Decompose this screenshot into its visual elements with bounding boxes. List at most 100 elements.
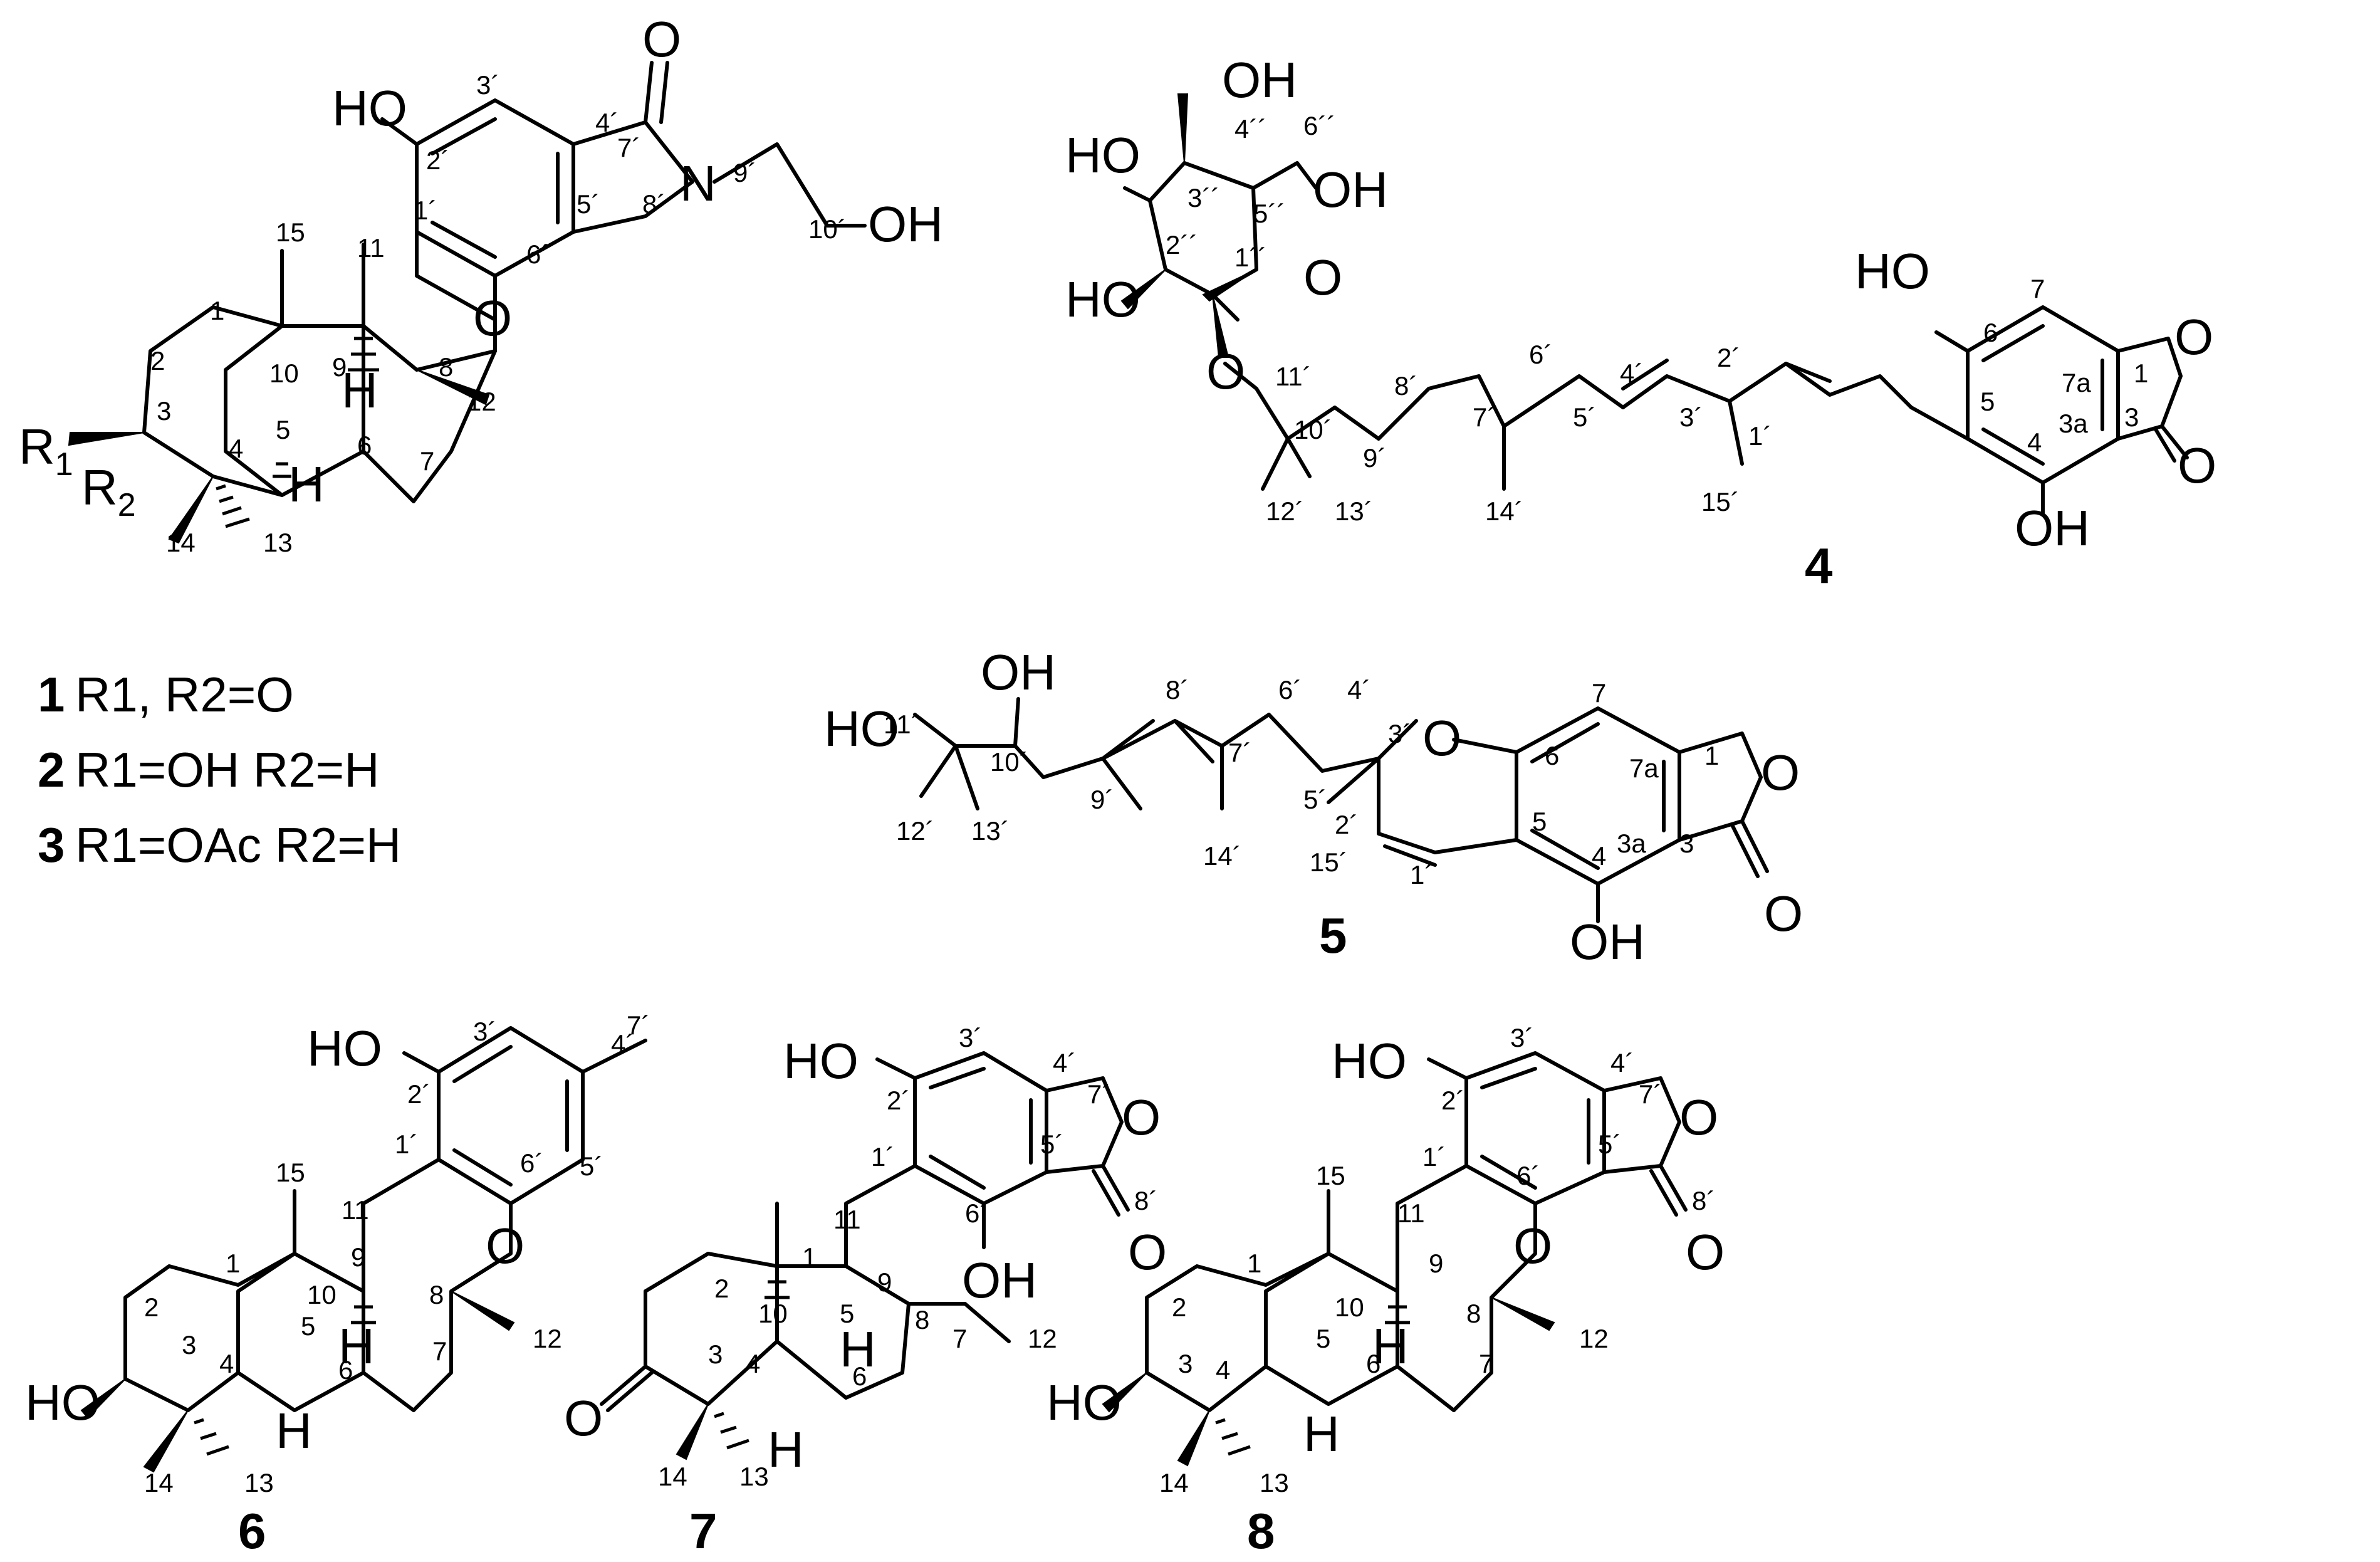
c4-ho-2pp-label: HO (1065, 271, 1140, 327)
legend-3-text: R1=OAc R2=H (75, 817, 401, 873)
c5-numbering: 11´10´9´8´7´6´5´4´3´2´1´12´13´14´15´677a… (884, 675, 1719, 889)
c8-atom-number: 4 (1216, 1355, 1230, 1385)
c1-atom-number: 11 (357, 233, 385, 263)
c4-ho-3pp-label: HO (1065, 127, 1140, 183)
c8-atom-number: 13 (1260, 1468, 1289, 1497)
c8-atom-number: 14 (1159, 1468, 1189, 1497)
c1-atom-number: 5 (276, 415, 290, 444)
c4-atom-number: 12´ (1266, 496, 1304, 526)
c5-atom-number: 7´ (1228, 738, 1251, 767)
c6-atom-number: 2´ (407, 1079, 431, 1109)
c5-atom-number: 4´ (1347, 675, 1370, 705)
c7-atom-number: 12 (1028, 1324, 1057, 1353)
c6-atom-number: 4´ (611, 1029, 634, 1059)
c7-atom-number: 9 (877, 1267, 892, 1297)
legend-1-id: 1 (38, 667, 65, 722)
c4-oh-6pp-label: OH (1313, 162, 1388, 218)
c4-atom-number: 3 (2124, 402, 2139, 432)
legend-1-text: R1, R2=O (75, 667, 294, 722)
c8-atom-number: 1´ (1422, 1142, 1446, 1172)
c5-atom-number: 6 (1545, 741, 1559, 770)
c1-atom-number: 2 (150, 346, 165, 375)
legend-2-id: 2 (38, 742, 65, 797)
c8-atom-number: 5 (1316, 1324, 1330, 1353)
c4-ring-oxygen-label: O (1303, 249, 1342, 305)
c4-atom-number: 6´ (1529, 340, 1552, 369)
c1-atom-number: 3´ (476, 70, 499, 100)
c1-atom-number: 7´ (617, 133, 640, 162)
c7-atom-number: 4´ (1053, 1048, 1076, 1077)
c4-o3-label: O (2178, 438, 2216, 493)
c7-o8p-label: O (1128, 1224, 1167, 1280)
c8-hydroxyl-label: HO (1332, 1033, 1407, 1089)
c1-atom-number: 3 (157, 396, 171, 426)
c6-atom-number: 5´ (580, 1151, 603, 1181)
c7-atom-number: 4 (746, 1349, 760, 1378)
c8-atom-number: 1 (1247, 1249, 1261, 1278)
c7-atom-number: 3´ (959, 1023, 982, 1052)
compound-4-structure: OH HO OH HO O O HO O O OH 4´´6´´3´´5´´2´… (1065, 52, 2216, 594)
c8-atom-number: 12 (1579, 1324, 1609, 1353)
c8-atom-number: 11 (1397, 1198, 1425, 1228)
c4-numbering: 4´´6´´3´´5´´2´´1´´11´10´9´8´7´6´5´4´3´2´… (1166, 111, 2148, 526)
legend-3-id: 3 (38, 817, 65, 873)
c7-atom-number: 5 (840, 1299, 854, 1328)
c5-atom-number: 11´ (884, 710, 920, 739)
c4-atom-number: 13´ (1335, 496, 1373, 526)
c1-atom-number: 1´ (414, 196, 437, 225)
c1-atom-number: 8´ (642, 189, 665, 219)
c1-hydroxyl-label: HO (332, 80, 407, 136)
c1-carbonyl-oxygen-label: O (642, 11, 681, 67)
c8-h5-label: H (1303, 1406, 1340, 1462)
c4-atom-number: 1´ (1748, 421, 1772, 451)
c4-ho-6-label: HO (1855, 243, 1930, 299)
c4-oh-4-label: OH (2015, 500, 2090, 556)
c1-atom-number: 6´ (526, 239, 550, 269)
c4-o1-label: O (2174, 309, 2213, 365)
c6-atom-number: 9 (351, 1242, 365, 1272)
c8-atom-number: 7´ (1639, 1079, 1662, 1109)
c7-atom-number: 6´ (965, 1198, 988, 1228)
c8-atom-number: 9 (1429, 1249, 1443, 1278)
c1-atom-number: 8 (439, 352, 453, 382)
c8-atom-number: 6 (1366, 1349, 1381, 1378)
c1-atom-number: 10´ (808, 214, 847, 244)
c5-atom-number: 1´ (1410, 860, 1433, 889)
c1-atom-number: 9 (332, 352, 347, 382)
c7-atom-number: 10 (758, 1299, 788, 1328)
c5-atom-number: 3a (1617, 829, 1646, 858)
c4-atom-number: 7a (2062, 368, 2091, 397)
c4-atom-number: 5´´ (1253, 199, 1285, 228)
c8-atom-number: 10 (1335, 1292, 1364, 1322)
compound-6-id: 6 (238, 1503, 266, 1559)
compound-5-structure: OH HO O O O OH 11´10´9´8´7´6´5´4´3´2´1´1… (824, 644, 1803, 970)
c1-ring-oxygen-label: O (473, 290, 512, 346)
c4-atom-number: 7 (2030, 274, 2045, 303)
c6-atom-number: 8 (429, 1280, 444, 1309)
c1-h9-label: H (342, 362, 378, 418)
c8-h9-label: H (1372, 1318, 1409, 1374)
c5-o3-label: O (1764, 886, 1803, 941)
c4-atom-number: 2´´ (1166, 230, 1198, 259)
c8-atom-number: 2 (1172, 1292, 1186, 1322)
legend-2-text: R1=OH R2=H (75, 742, 380, 797)
c4-atom-number: 1´´ (1234, 243, 1266, 272)
c5-atom-number: 3 (1679, 829, 1694, 858)
c4-atom-number: 3´ (1679, 402, 1703, 432)
c8-o8p-label: O (1686, 1224, 1725, 1280)
c4-atom-number: 15´ (1701, 487, 1740, 516)
c8-atom-number: 7 (1479, 1349, 1493, 1378)
c5-pyran-oxygen-label: O (1422, 710, 1461, 766)
c4-atom-number: 6´´ (1303, 111, 1335, 140)
compound-1-structure: HO O N OH O H H R1 R2 3´4´7´2´1´5´6´8´9´… (19, 11, 943, 557)
c7-hydroxyl-label: HO (783, 1033, 859, 1089)
c8-o7p-label: O (1679, 1089, 1718, 1145)
c5-atom-number: 13´ (971, 816, 1010, 846)
c8-atom-number: 4´ (1610, 1048, 1634, 1077)
c8-ring-oxygen-label: O (1513, 1218, 1552, 1274)
